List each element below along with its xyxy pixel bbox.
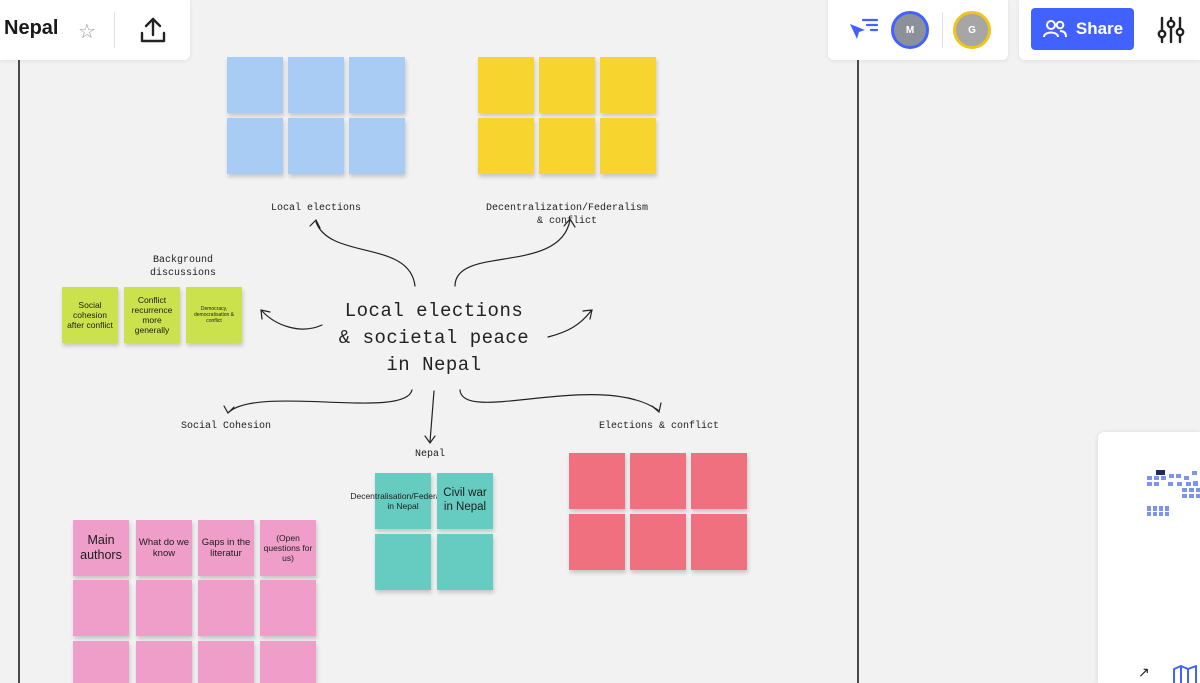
branch-label-social-cohesion[interactable]: Social Cohesion bbox=[180, 421, 271, 432]
sticky-note-pink[interactable]: (Open questions for us) bbox=[260, 520, 316, 576]
sticky-note-teal[interactable] bbox=[437, 534, 493, 590]
mindmap-center-node[interactable]: Local elections & societal peace in Nepa… bbox=[324, 298, 544, 379]
sticky-note-red[interactable] bbox=[691, 453, 747, 509]
users-icon bbox=[1042, 20, 1067, 38]
branch-label-elections-conflict[interactable]: Elections & conflict bbox=[598, 421, 720, 432]
sticky-note-pink[interactable] bbox=[260, 641, 316, 683]
center-node-line: Local elections bbox=[344, 300, 524, 322]
share-bar: Share bbox=[1019, 0, 1200, 60]
frame-border-left bbox=[18, 58, 20, 683]
collaboration-bar: M G bbox=[828, 0, 1008, 60]
branch-label-line: & conflict bbox=[536, 216, 597, 227]
sticky-note-green[interactable]: Conflict recurrence more generally bbox=[124, 287, 180, 343]
share-button[interactable]: Share bbox=[1031, 8, 1134, 50]
minimap-preview[interactable] bbox=[1144, 466, 1200, 520]
center-node-line: & societal peace bbox=[338, 327, 530, 349]
sticky-note-pink[interactable] bbox=[73, 580, 129, 636]
expand-arrow-icon[interactable]: ↗ bbox=[1138, 664, 1150, 680]
sticky-note-pink[interactable] bbox=[136, 641, 192, 683]
branch-label-line: Background bbox=[152, 255, 213, 266]
sticky-note-teal[interactable]: Civil war in Nepal bbox=[437, 473, 493, 529]
sticky-note-yellow[interactable] bbox=[600, 57, 656, 113]
sticky-note-teal[interactable]: Decentralisation/Federalsim in Nepal bbox=[350, 473, 456, 529]
board-title[interactable]: Nepal bbox=[4, 17, 59, 39]
sticky-note-pink[interactable]: Main authors bbox=[73, 520, 129, 576]
sticky-note-green[interactable]: Democracy, democratisation & conflict bbox=[186, 287, 242, 343]
sticky-note-pink[interactable] bbox=[73, 641, 129, 683]
sticky-note-blue[interactable] bbox=[349, 57, 405, 113]
sticky-note-pink[interactable]: What do we know bbox=[136, 520, 192, 576]
sticky-note-blue[interactable] bbox=[288, 57, 344, 113]
branch-label-line: Decentralization/Federalism bbox=[485, 203, 649, 214]
minimap-panel[interactable]: ↗ bbox=[1098, 432, 1200, 683]
sticky-note-pink[interactable] bbox=[136, 580, 192, 636]
sticky-note-red[interactable] bbox=[569, 453, 625, 509]
avatar[interactable]: M bbox=[891, 11, 929, 49]
sticky-note-pink[interactable] bbox=[198, 580, 254, 636]
share-button-label: Share bbox=[1075, 19, 1124, 38]
sticky-note-blue[interactable] bbox=[227, 118, 283, 174]
sticky-note-pink[interactable] bbox=[260, 580, 316, 636]
sticky-note-green[interactable]: Social cohesion after conflict bbox=[62, 287, 118, 343]
sticky-note-yellow[interactable] bbox=[478, 118, 534, 174]
header-divider bbox=[114, 12, 115, 48]
sticky-note-pink[interactable]: Gaps in the literatur bbox=[198, 520, 254, 576]
board-header: Nepal ☆ bbox=[0, 0, 190, 60]
sticky-note-yellow[interactable] bbox=[539, 118, 595, 174]
avatar[interactable]: G bbox=[953, 11, 991, 49]
sticky-note-red[interactable] bbox=[691, 514, 747, 570]
frame-border-right bbox=[857, 58, 859, 683]
cursor-filter-icon[interactable] bbox=[846, 14, 880, 46]
sticky-note-yellow[interactable] bbox=[478, 57, 534, 113]
sticky-note-blue[interactable] bbox=[288, 118, 344, 174]
branch-label-local-elections[interactable]: Local elections bbox=[270, 203, 361, 214]
sticky-note-pink[interactable] bbox=[198, 641, 254, 683]
sticky-note-yellow[interactable] bbox=[539, 57, 595, 113]
header-divider bbox=[942, 12, 943, 48]
sticky-note-red[interactable] bbox=[630, 453, 686, 509]
sticky-note-blue[interactable] bbox=[349, 118, 405, 174]
sticky-note-yellow[interactable] bbox=[600, 118, 656, 174]
map-icon[interactable] bbox=[1172, 664, 1200, 683]
branch-label-line: discussions bbox=[149, 268, 216, 279]
center-node-line: in Nepal bbox=[386, 354, 482, 376]
sticky-note-blue[interactable] bbox=[227, 57, 283, 113]
branch-label-decentralization[interactable]: Decentralization/Federalism & conflict bbox=[474, 202, 660, 228]
settings-sliders-icon[interactable] bbox=[1155, 14, 1187, 46]
sticky-note-red[interactable] bbox=[569, 514, 625, 570]
star-icon[interactable]: ☆ bbox=[78, 21, 96, 43]
branch-label-nepal[interactable]: Nepal bbox=[414, 449, 445, 460]
sticky-note-teal[interactable] bbox=[375, 534, 431, 590]
branch-label-background[interactable]: Background discussions bbox=[128, 254, 238, 280]
upload-icon[interactable] bbox=[138, 15, 168, 45]
sticky-note-red[interactable] bbox=[630, 514, 686, 570]
